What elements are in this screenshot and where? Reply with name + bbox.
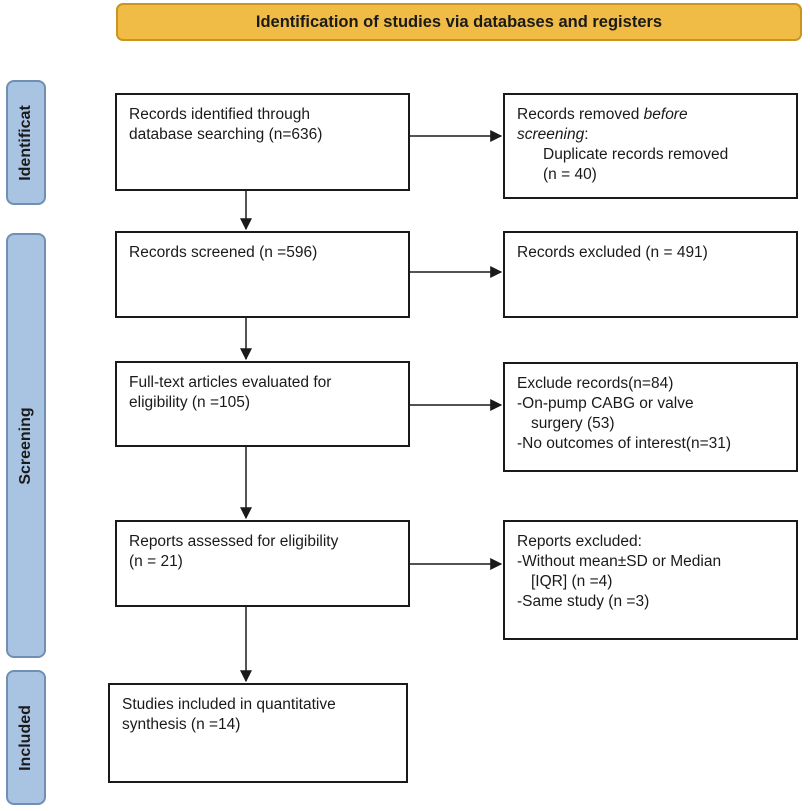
exclude-records-line3: surgery (53): [531, 415, 615, 432]
exclude-records-box: Exclude records(n=84) -On-pump CABG or v…: [503, 362, 798, 472]
reports-excluded-line3: [IQR] (n =4): [531, 573, 613, 590]
records-screened-line1: Records screened (n =596): [129, 244, 318, 261]
reports-excluded-line1: Reports excluded:: [517, 533, 642, 550]
reports-excluded-box: Reports excluded: -Without mean±SD or Me…: [503, 520, 798, 640]
records-removed-line3: Duplicate records removed: [543, 146, 729, 163]
records-identified-line1: Records identified through: [129, 106, 310, 123]
fulltext-articles-line1: Full-text articles evaluated for: [129, 374, 332, 391]
records-excluded-line1: Records excluded (n = 491): [517, 244, 708, 261]
studies-included-line2: synthesis (n =14): [122, 716, 241, 733]
records-identified-box: Records identified through database sear…: [115, 93, 410, 191]
reports-assessed-line2: (n = 21): [129, 553, 183, 570]
flow-header: Identification of studies via databases …: [116, 3, 802, 41]
records-screened-box: Records screened (n =596): [115, 231, 410, 318]
exclude-records-line2: -On-pump CABG or valve: [517, 395, 694, 412]
records-removed-colon: :: [584, 126, 589, 143]
reports-assessed-box: Reports assessed for eligibility (n = 21…: [115, 520, 410, 607]
phase-screening: Screening: [6, 233, 46, 658]
reports-assessed-line1: Reports assessed for eligibility: [129, 533, 339, 550]
records-removed-line4: (n = 40): [543, 166, 597, 183]
records-removed-line1: Records removed before: [517, 105, 788, 125]
records-removed-prefix: Records removed: [517, 106, 644, 123]
fulltext-articles-box: Full-text articles evaluated for eligibi…: [115, 361, 410, 447]
reports-excluded-line4: -Same study (n =3): [517, 593, 650, 610]
records-identified-line2: database searching (n=636): [129, 126, 323, 143]
exclude-records-line4: -No outcomes of interest(n=31): [517, 435, 732, 452]
records-removed-box: Records removed before screening: Duplic…: [503, 93, 798, 199]
studies-included-line1: Studies included in quantitative: [122, 696, 336, 713]
phase-included: Included: [6, 670, 46, 805]
records-excluded-box: Records excluded (n = 491): [503, 231, 798, 318]
header-title: Identification of studies via databases …: [255, 12, 663, 31]
records-removed-before: before: [643, 106, 688, 123]
records-removed-line2: screening:: [517, 125, 788, 145]
studies-included-box: Studies included in quantitative synthes…: [108, 683, 408, 783]
reports-excluded-line2: -Without mean±SD or Median: [517, 553, 722, 570]
exclude-records-line1: Exclude records(n=84): [517, 375, 674, 392]
fulltext-articles-line2: eligibility (n =105): [129, 394, 251, 411]
records-removed-screening: screening: [517, 126, 585, 143]
phase-identification: Identificat: [6, 80, 46, 205]
